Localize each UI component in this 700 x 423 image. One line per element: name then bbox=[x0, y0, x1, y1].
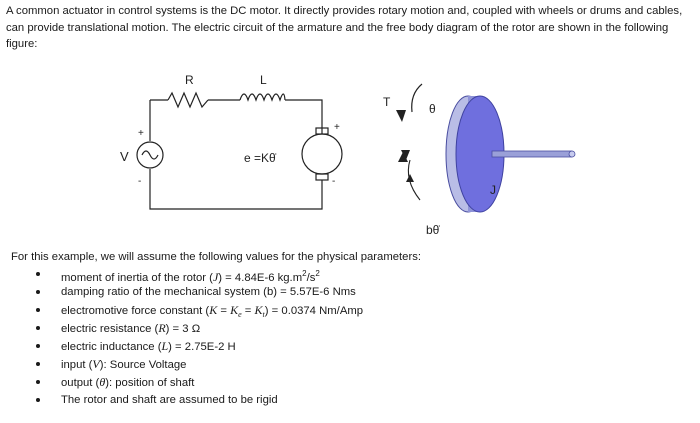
label-V: V bbox=[120, 149, 129, 164]
motor-plus: + bbox=[334, 122, 340, 133]
motor-bottom-brush bbox=[315, 173, 329, 181]
list-item-inductance: electric inductance (L) = 2.75E-2 H bbox=[36, 337, 363, 355]
label-btheta: bθ̇ bbox=[426, 223, 440, 237]
list-item-input: input (V): Source Voltage bbox=[36, 355, 363, 373]
list-item-inertia: moment of inertia of the rotor (J) = 4.8… bbox=[36, 265, 363, 284]
shaft-end bbox=[568, 150, 576, 158]
label-emf: e =Kθ̇ bbox=[244, 151, 277, 165]
list-item-resistance: electric resistance (R) = 3 Ω bbox=[36, 319, 363, 337]
rotor-diagram bbox=[396, 83, 576, 213]
damping-up-arrow-icon bbox=[398, 152, 408, 162]
label-theta: θ bbox=[429, 102, 436, 116]
figure-svg: R L V + - e =Kθ̇ + - T θ J bθ̇ bbox=[120, 73, 576, 237]
motor-minus: - bbox=[332, 176, 335, 187]
source-plus: + bbox=[138, 128, 144, 139]
parameter-list: moment of inertia of the rotor (J) = 4.8… bbox=[36, 265, 363, 409]
list-item-output: output (θ): position of shaft bbox=[36, 373, 363, 391]
inductor bbox=[239, 93, 286, 102]
left-wire bbox=[149, 100, 323, 210]
list-item-damping: damping ratio of the mechanical system (… bbox=[36, 283, 363, 301]
circuit-diagram bbox=[136, 91, 343, 210]
label-R: R bbox=[185, 73, 194, 87]
motor-armature bbox=[301, 133, 343, 175]
label-J: J bbox=[490, 183, 496, 197]
top-wire bbox=[150, 99, 323, 128]
rotation-arc-arrow bbox=[411, 83, 423, 113]
resistor bbox=[167, 91, 209, 109]
shaft bbox=[491, 150, 573, 158]
voltage-source bbox=[136, 141, 164, 169]
damping-down-arrow-icon bbox=[401, 150, 410, 160]
torque-arrow-icon bbox=[396, 110, 406, 122]
source-wave-icon bbox=[141, 150, 159, 160]
assumptions-paragraph: For this example, we will assume the fol… bbox=[11, 251, 422, 263]
dc-motor-figure: R L V + - e =Kθ̇ + - T θ J bθ̇ bbox=[100, 66, 600, 246]
list-item-emf-constant: electromotive force constant (K = Ke = K… bbox=[36, 301, 363, 319]
label-T: T bbox=[383, 95, 391, 109]
label-L: L bbox=[260, 73, 267, 87]
list-item-rigid: The rotor and shaft are assumed to be ri… bbox=[36, 391, 363, 409]
source-minus: - bbox=[138, 176, 141, 187]
intro-paragraph: A common actuator in control systems is … bbox=[6, 5, 683, 50]
